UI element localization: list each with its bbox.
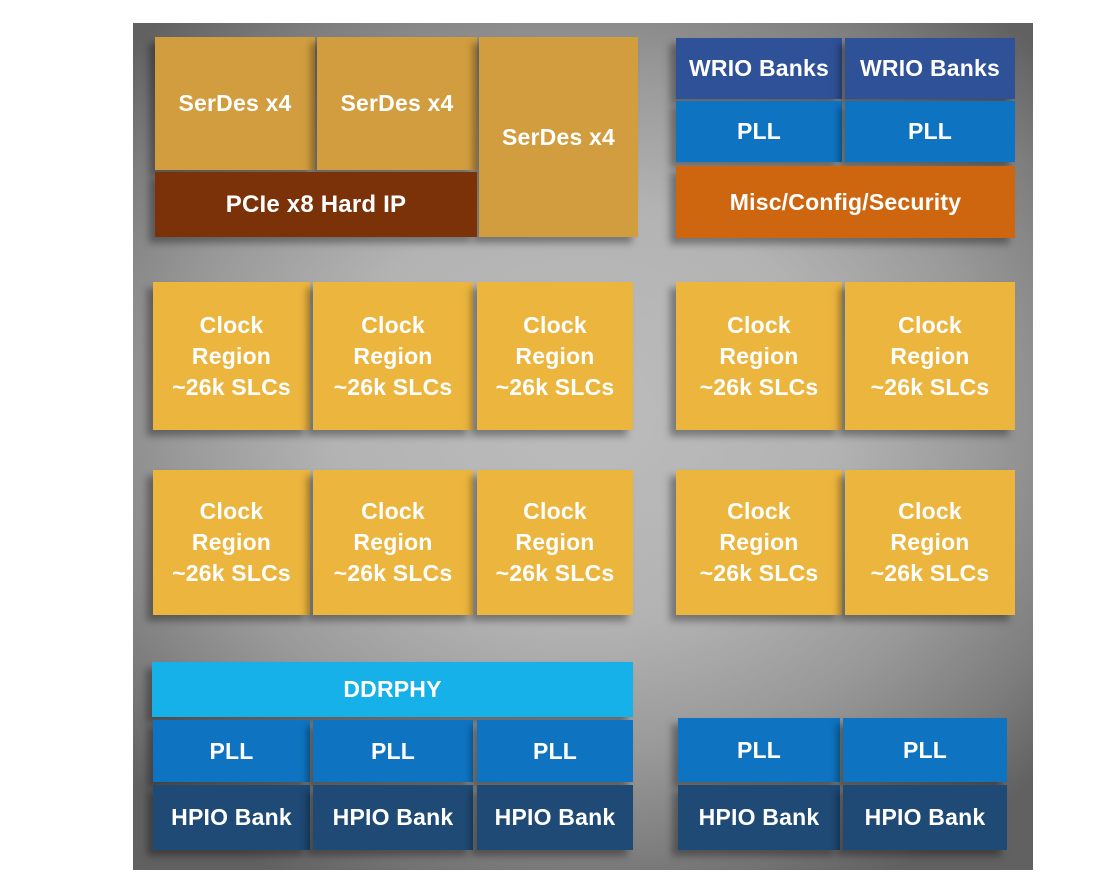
pll-block-top-1: PLL [676,101,842,162]
clock-label-line3: ~26k SLCs [333,373,453,400]
clock-label-line2: Region [353,342,433,369]
clock-region-label: Clock Region ~26k SLCs [172,496,291,589]
clock-region-block-right-r1c2: Clock Region ~26k SLCs [845,282,1015,430]
clock-region-label: Clock Region ~26k SLCs [334,496,453,589]
hpio-bank-block-left-2: HPIO Bank [313,785,473,850]
clock-label-line2: Region [515,342,595,369]
clock-label-line3: ~26k SLCs [333,560,453,586]
chip-floorplan-canvas: SerDes x4 SerDes x4 SerDes x4 PCIe x8 Ha… [133,23,1033,870]
clock-region-block-left-r1c3: Clock Region ~26k SLCs [477,282,633,430]
clock-label-line2: Region [191,529,272,555]
clock-region-label: Clock Region ~26k SLCs [871,310,990,403]
clock-region-block-left-r2c2: Clock Region ~26k SLCs [313,470,473,615]
clock-label-line2: Region [719,529,799,555]
clock-label-line2: Region [890,342,970,369]
clock-region-label: Clock Region ~26k SLCs [700,496,819,589]
pll-block-bottom-right-2: PLL [843,718,1007,782]
clock-region-label: Clock Region ~26k SLCs [334,310,453,403]
hpio-bank-block-left-3: HPIO Bank [477,785,633,850]
clock-label-line3: ~26k SLCs [495,560,615,586]
clock-label-line3: ~26k SLCs [699,560,819,586]
serdes-block-2: SerDes x4 [317,37,477,170]
clock-label-line1: Clock [361,311,425,338]
serdes-block-1: SerDes x4 [155,37,315,170]
clock-region-label: Clock Region ~26k SLCs [172,310,291,403]
clock-label-line1: Clock [361,498,425,524]
clock-label-line1: Clock [898,498,962,524]
hpio-bank-block-right-1: HPIO Bank [678,785,840,850]
clock-label-line3: ~26k SLCs [870,560,990,586]
clock-region-label: Clock Region ~26k SLCs [700,310,819,403]
hpio-bank-block-left-1: HPIO Bank [153,785,310,850]
pll-block-bottom-left-3: PLL [477,720,633,782]
serdes-block-3: SerDes x4 [479,37,638,237]
clock-label-line2: Region [353,529,433,555]
clock-region-label: Clock Region ~26k SLCs [871,496,990,589]
clock-label-line2: Region [719,342,799,369]
pll-block-bottom-right-1: PLL [678,718,840,782]
clock-region-block-right-r1c1: Clock Region ~26k SLCs [676,282,842,430]
clock-region-block-left-r1c1: Clock Region ~26k SLCs [153,282,310,430]
clock-region-label: Clock Region ~26k SLCs [496,310,615,403]
clock-label-line2: Region [890,529,970,555]
clock-label-line3: ~26k SLCs [495,373,615,400]
clock-region-block-right-r2c2: Clock Region ~26k SLCs [845,470,1015,615]
clock-label-line1: Clock [523,311,587,338]
misc-config-security-block: Misc/Config/Security [676,166,1015,238]
hpio-bank-block-right-2: HPIO Bank [843,785,1007,850]
clock-label-line1: Clock [199,311,264,338]
wrio-banks-block-1: WRIO Banks [676,38,842,99]
clock-region-block-left-r2c1: Clock Region ~26k SLCs [153,470,310,615]
pll-block-bottom-left-2: PLL [313,720,473,782]
pcie-hard-ip-block: PCIe x8 Hard IP [155,172,477,237]
clock-label-line1: Clock [727,311,791,338]
ddrphy-block: DDRPHY [152,662,633,717]
clock-label-line1: Clock [898,311,962,338]
wrio-banks-block-2: WRIO Banks [845,38,1015,99]
clock-label-line2: Region [515,529,595,555]
clock-label-line3: ~26k SLCs [172,560,291,586]
pll-block-bottom-left-1: PLL [153,720,310,782]
clock-label-line3: ~26k SLCs [172,373,291,400]
clock-label-line3: ~26k SLCs [699,373,819,400]
clock-region-block-right-r2c1: Clock Region ~26k SLCs [676,470,842,615]
clock-label-line2: Region [191,342,272,369]
clock-label-line1: Clock [523,498,587,524]
clock-label-line1: Clock [199,498,264,524]
clock-region-block-left-r1c2: Clock Region ~26k SLCs [313,282,473,430]
clock-label-line1: Clock [727,498,791,524]
clock-region-label: Clock Region ~26k SLCs [496,496,615,589]
clock-region-block-left-r2c3: Clock Region ~26k SLCs [477,470,633,615]
pll-block-top-2: PLL [845,101,1015,162]
clock-label-line3: ~26k SLCs [870,373,990,400]
